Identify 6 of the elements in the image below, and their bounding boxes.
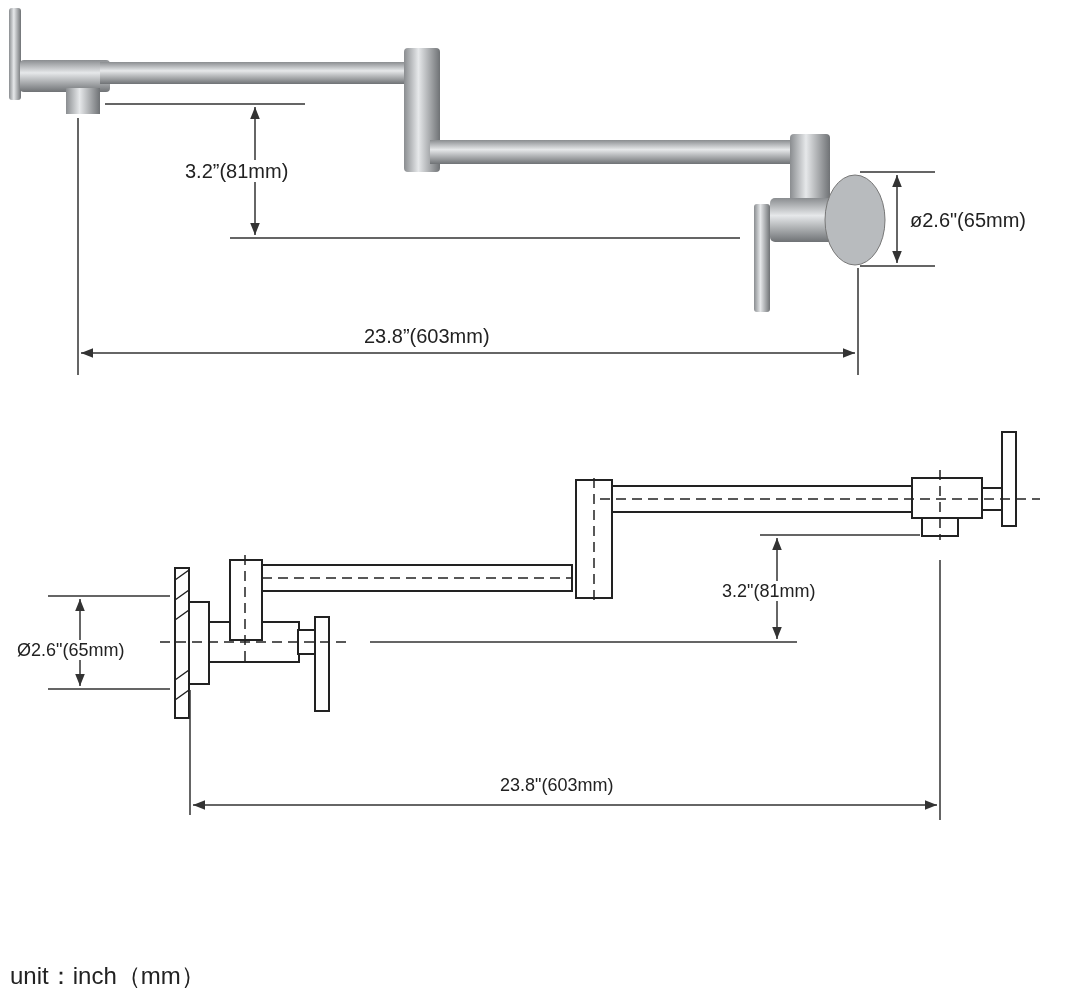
dimension-text: 23.8”(603mm): [362, 325, 492, 347]
dimension-text: 3.2"(81mm): [720, 581, 818, 601]
dimension-text: 3.2”(81mm): [183, 160, 291, 182]
dimension-text: ø2.6"(65mm): [908, 209, 1028, 231]
dimension-text: Ø2.6"(65mm): [15, 640, 127, 660]
dimension-text: 23.8"(603mm): [498, 775, 616, 795]
